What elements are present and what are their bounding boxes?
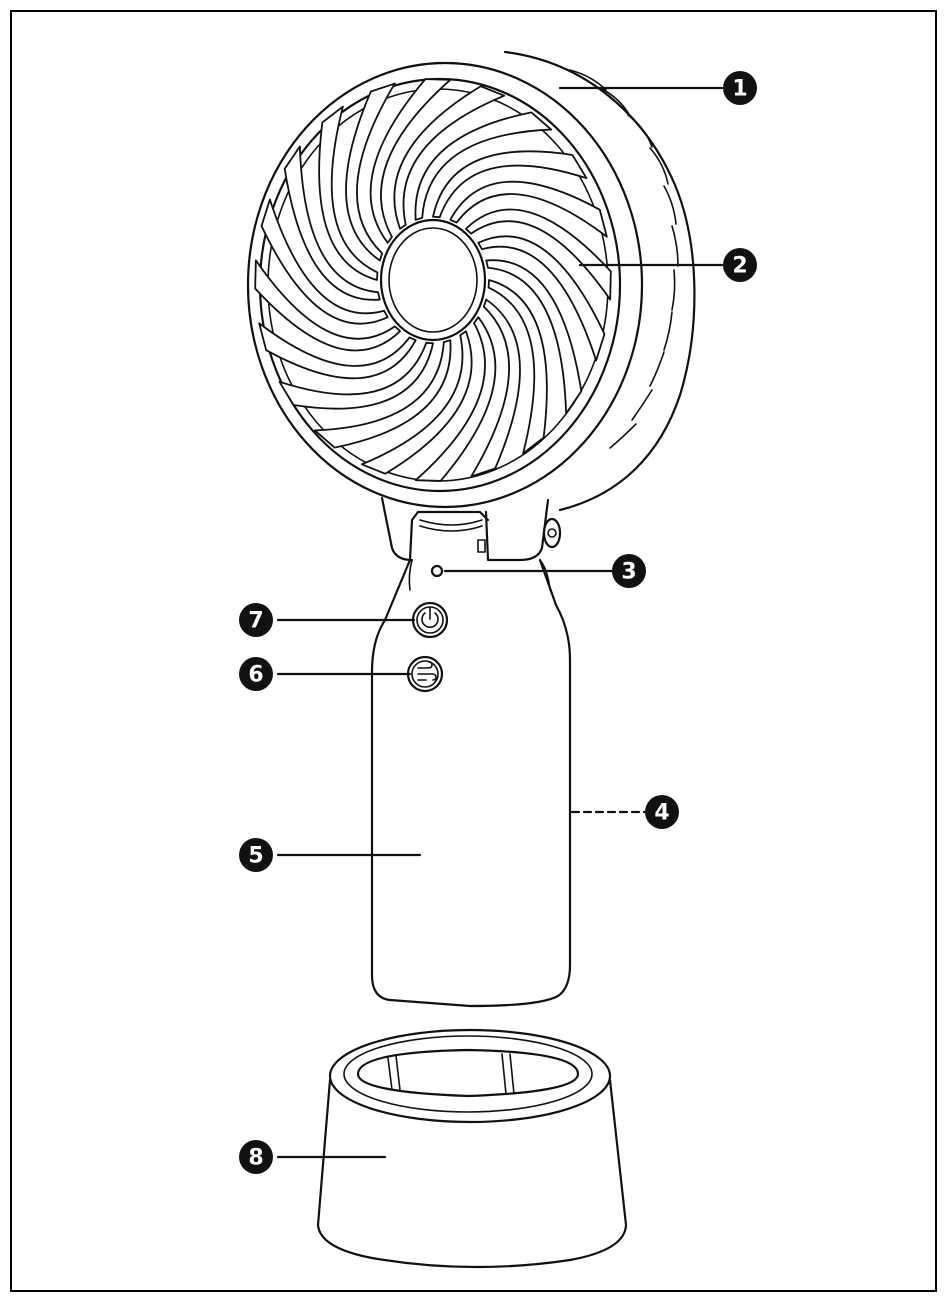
fan-neck xyxy=(382,498,560,560)
svg-text:7: 7 xyxy=(248,609,263,634)
svg-text:5: 5 xyxy=(248,844,263,869)
svg-text:8: 8 xyxy=(248,1146,263,1171)
base-body xyxy=(318,1080,626,1267)
svg-text:2: 2 xyxy=(732,254,747,279)
led-indicator xyxy=(432,566,442,576)
base-rim xyxy=(330,1030,610,1122)
base-rim-inner xyxy=(344,1036,592,1112)
svg-text:4: 4 xyxy=(654,801,669,826)
callout-8: 8 xyxy=(239,1140,273,1174)
base-stand xyxy=(318,1030,626,1267)
callout-5: 5 xyxy=(239,838,273,872)
fan-hub-outer xyxy=(381,220,485,340)
handle xyxy=(372,560,570,1006)
svg-text:6: 6 xyxy=(248,663,263,688)
power-icon xyxy=(422,608,438,627)
callout-4: 4 xyxy=(645,795,679,829)
callout-7: 7 xyxy=(239,603,273,637)
mode-button[interactable] xyxy=(408,657,442,691)
callout-1: 1 xyxy=(723,71,757,105)
power-button[interactable] xyxy=(413,603,447,637)
fan-head xyxy=(248,52,694,510)
handle-body xyxy=(372,560,570,1006)
svg-text:3: 3 xyxy=(621,560,636,585)
callout-2: 2 xyxy=(723,248,757,282)
callout-3: 3 xyxy=(612,554,646,588)
base-cup xyxy=(358,1050,578,1096)
svg-text:1: 1 xyxy=(732,77,747,102)
callout-6: 6 xyxy=(239,657,273,691)
